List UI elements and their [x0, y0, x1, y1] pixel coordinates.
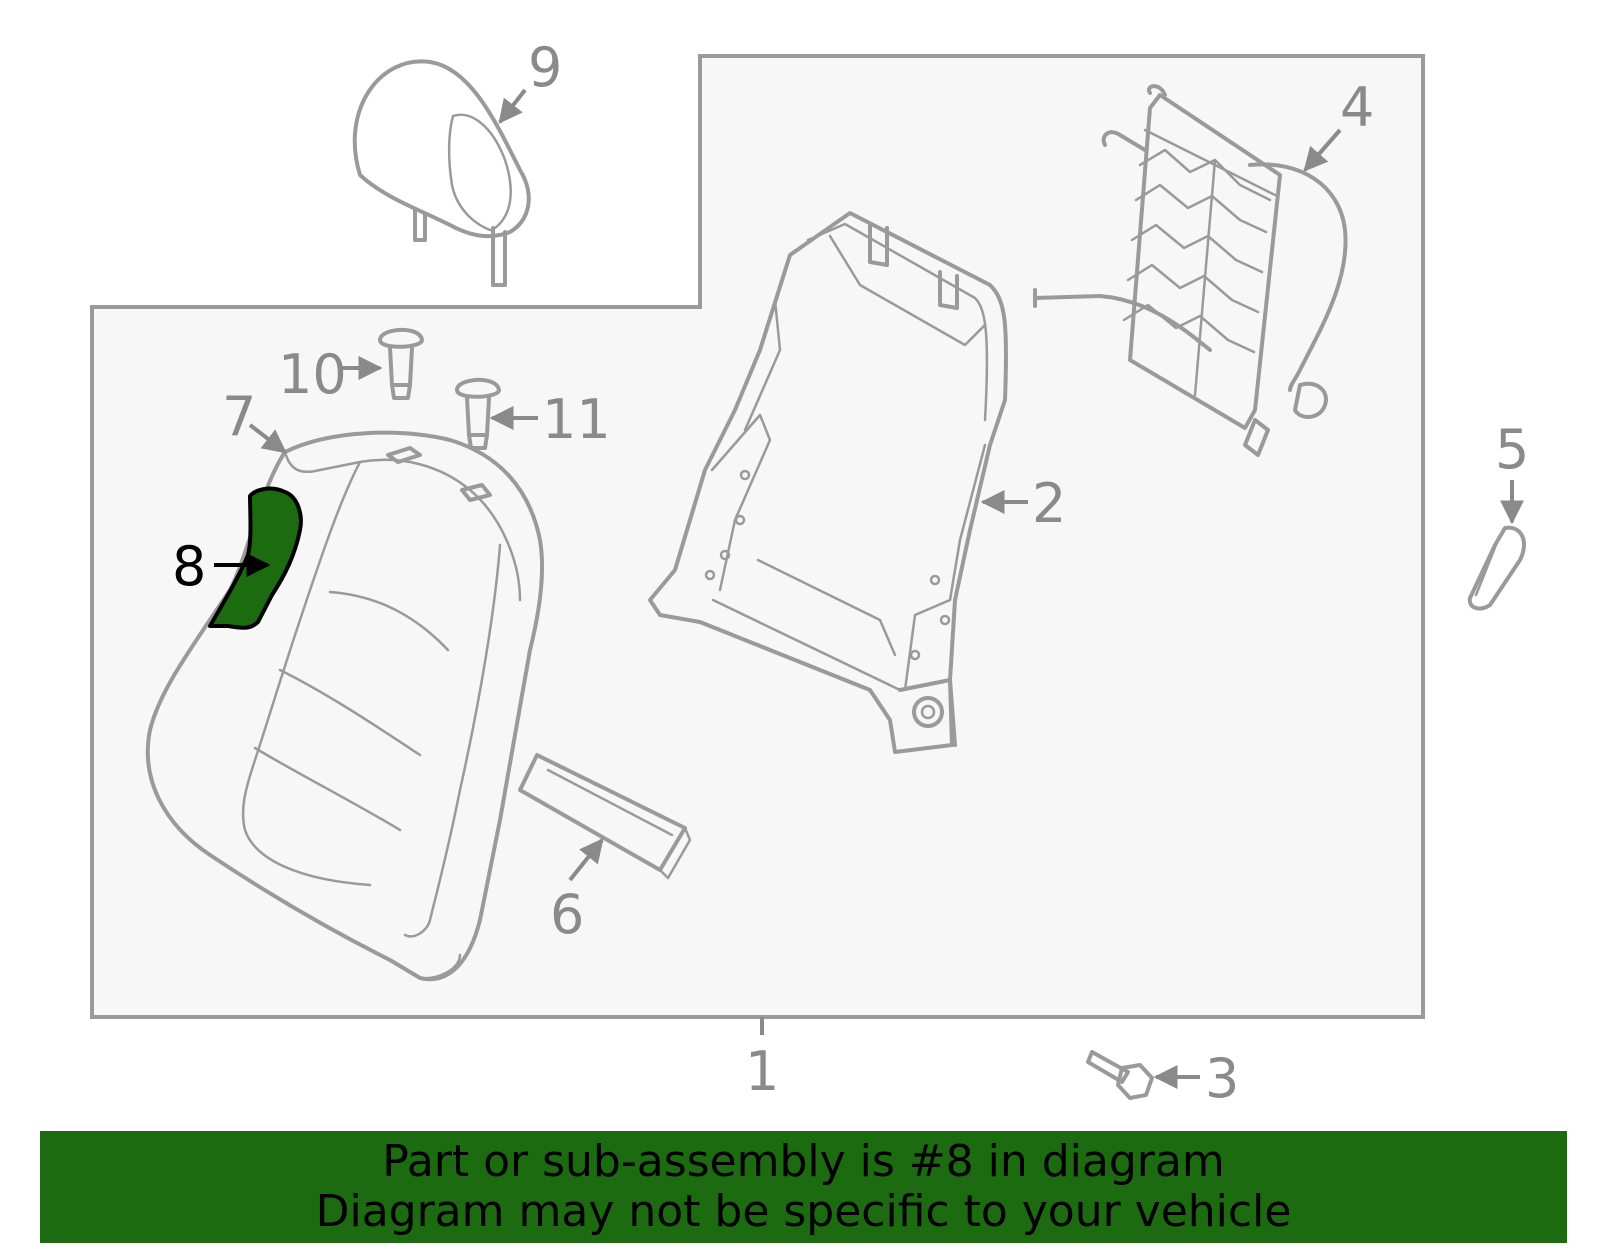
leader-4	[1303, 128, 1342, 172]
banner-line-disclaimer: Diagram may not be specific to your vehi…	[315, 1186, 1292, 1237]
callout-7: 7	[222, 385, 256, 448]
bolt-part[interactable]	[1086, 1050, 1154, 1100]
pad-part[interactable]	[518, 753, 692, 880]
callout-1: 1	[745, 1040, 779, 1103]
callout-2: 2	[1032, 472, 1066, 535]
headrest-part[interactable]	[352, 59, 531, 287]
trim-cover-part[interactable]	[1467, 525, 1526, 611]
callout-4: 4	[1340, 76, 1374, 139]
leader-6	[568, 838, 604, 882]
spring-mat-part[interactable]	[1033, 84, 1348, 457]
clip-10-part[interactable]	[378, 327, 424, 400]
leader-9	[498, 88, 527, 124]
callout-3: 3	[1205, 1047, 1239, 1110]
info-banner: Part or sub-assembly is #8 in diagram Di…	[40, 1131, 1567, 1243]
banner-line-part: Part or sub-assembly is #8 in diagram	[382, 1136, 1225, 1187]
seatback-cover-part[interactable]	[145, 430, 544, 982]
callout-9: 9	[528, 36, 562, 99]
clip-11-part[interactable]	[455, 377, 501, 450]
callout-11: 11	[542, 388, 611, 451]
callout-5: 5	[1495, 418, 1529, 481]
leader-7	[248, 423, 287, 454]
callout-8: 8	[172, 535, 206, 598]
seatback-frame-part[interactable]	[648, 211, 1009, 754]
callout-10: 10	[278, 343, 347, 406]
callout-6: 6	[550, 883, 584, 946]
